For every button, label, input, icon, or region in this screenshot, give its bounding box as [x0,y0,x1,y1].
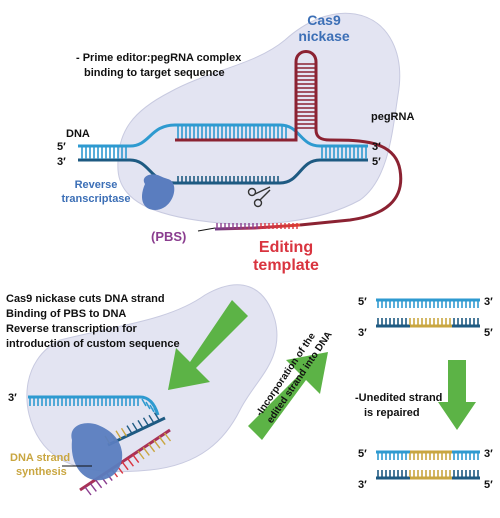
template-bases [216,223,298,229]
dna-top-strand [78,123,368,148]
unedited-line2: is repaired [364,407,420,419]
dup2-3prime-right: 3′ [484,448,493,460]
step-line2: Binding of PBS to DNA [6,308,126,320]
dup2-5prime-left: 5′ [358,448,367,460]
base-pair [137,420,144,429]
base-pair [153,407,159,416]
base-pair [120,427,128,437]
bl-3prime: 3′ [8,392,17,404]
rt-label-line2: transcriptase [61,193,130,205]
base-pair [148,414,155,424]
base-pair [126,457,134,467]
dna-bottom-strand [78,158,368,185]
base-pair [121,461,129,471]
dna-base-pairs [81,126,367,182]
rt-label-line1: Reverse [75,179,118,191]
base-pair [149,404,155,413]
arrow-up-right [248,352,328,440]
hairpin-base-pairs [297,63,315,129]
dup1-5prime-right: 5′ [484,327,493,339]
pegrna-hairpin [290,50,403,227]
arrow-down-left [168,300,248,390]
base-pair [141,398,147,407]
top-note-line2: binding to target sequence [84,67,225,79]
base-pair [158,436,166,446]
cas9-complex-blob [117,12,401,225]
pbs-pointer [197,227,216,232]
arrow-down [438,360,476,430]
base-pair [145,401,151,410]
synthesis-base-pairs [84,412,172,496]
base-pair [126,425,133,434]
dna-label: DNA [66,128,90,140]
synth-label-line1: DNA strand [10,452,70,464]
base-pair [95,479,103,489]
base-pair [142,417,150,427]
dna-5prime-right: 5′ [372,156,381,168]
dna-5prime-left: 5′ [57,141,66,153]
repaired-duplex [376,450,480,480]
pegrna-label: pegRNA [371,111,414,123]
cas9-label-line2: nickase [298,28,350,44]
dup2-3prime-left: 3′ [358,479,367,491]
pbs-label: (PBS) [151,229,186,244]
bottom-left-base-pairs [29,398,159,416]
base-pair [89,482,97,492]
editing-label-line2: template [253,257,319,274]
base-pair [148,443,156,453]
base-pair [131,422,139,432]
step-line3: Reverse transcription for [6,323,138,335]
synth-label-line2: synthesis [16,466,67,478]
reverse-transcriptase-shape [141,174,175,210]
step-line4: introduction of custom sequence [6,338,180,350]
edited-duplex-top [376,298,480,328]
unedited-line1: -Unedited strand [355,392,442,404]
base-pair [132,454,140,464]
cas9-label-line1: Cas9 [307,12,341,28]
dup1-3prime-right: 3′ [484,296,493,308]
base-pair [84,486,92,496]
dna-3prime-left: 3′ [57,156,66,168]
step-line1: Cas9 nickase cuts DNA strand [6,293,165,305]
base-pair [142,446,150,456]
base-pair [153,439,161,449]
dup2-5prime-right: 5′ [484,479,493,491]
base-pair [163,432,172,442]
editing-label-line1: Editing [259,239,313,256]
base-pair [153,412,161,421]
dup1-5prime-left: 5′ [358,296,367,308]
scissors-icon [247,186,271,208]
dup1-3prime-left: 3′ [358,327,367,339]
base-pair [115,430,122,440]
top-note-line1: - Prime editor:pegRNA complex [76,52,242,64]
base-pair [137,450,145,460]
dna-3prime-right: 3′ [372,141,381,153]
